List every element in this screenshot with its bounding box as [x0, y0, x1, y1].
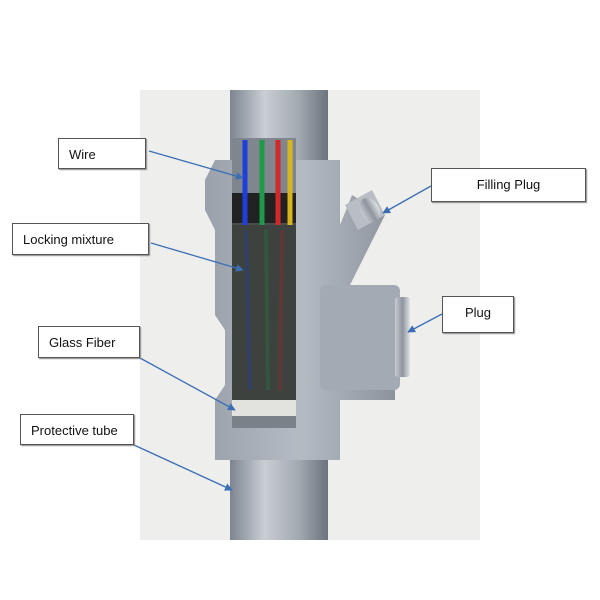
- plug: [395, 297, 410, 377]
- label-glass-fiber: Glass Fiber: [38, 326, 140, 358]
- plug-arrow: [407, 313, 443, 333]
- plug-boss: [320, 285, 400, 390]
- wire-arrow: [148, 150, 244, 180]
- label-locking-mixture: Locking mixture: [12, 223, 149, 255]
- filling-plug: [359, 197, 381, 223]
- locking-mixture-arrow: [150, 242, 244, 272]
- label-filling-plug: Filling Plug: [431, 168, 586, 202]
- protective-tube-arrow: [133, 444, 233, 491]
- locking-mixture: [232, 225, 296, 400]
- glass-fiber-arrow: [139, 357, 236, 411]
- label-plug: Plug: [442, 296, 514, 333]
- label-wire: Wire: [58, 138, 146, 169]
- glass-fiber: [232, 400, 296, 416]
- label-protective-tube: Protective tube: [20, 414, 134, 445]
- filling-plug-arrow: [382, 185, 432, 214]
